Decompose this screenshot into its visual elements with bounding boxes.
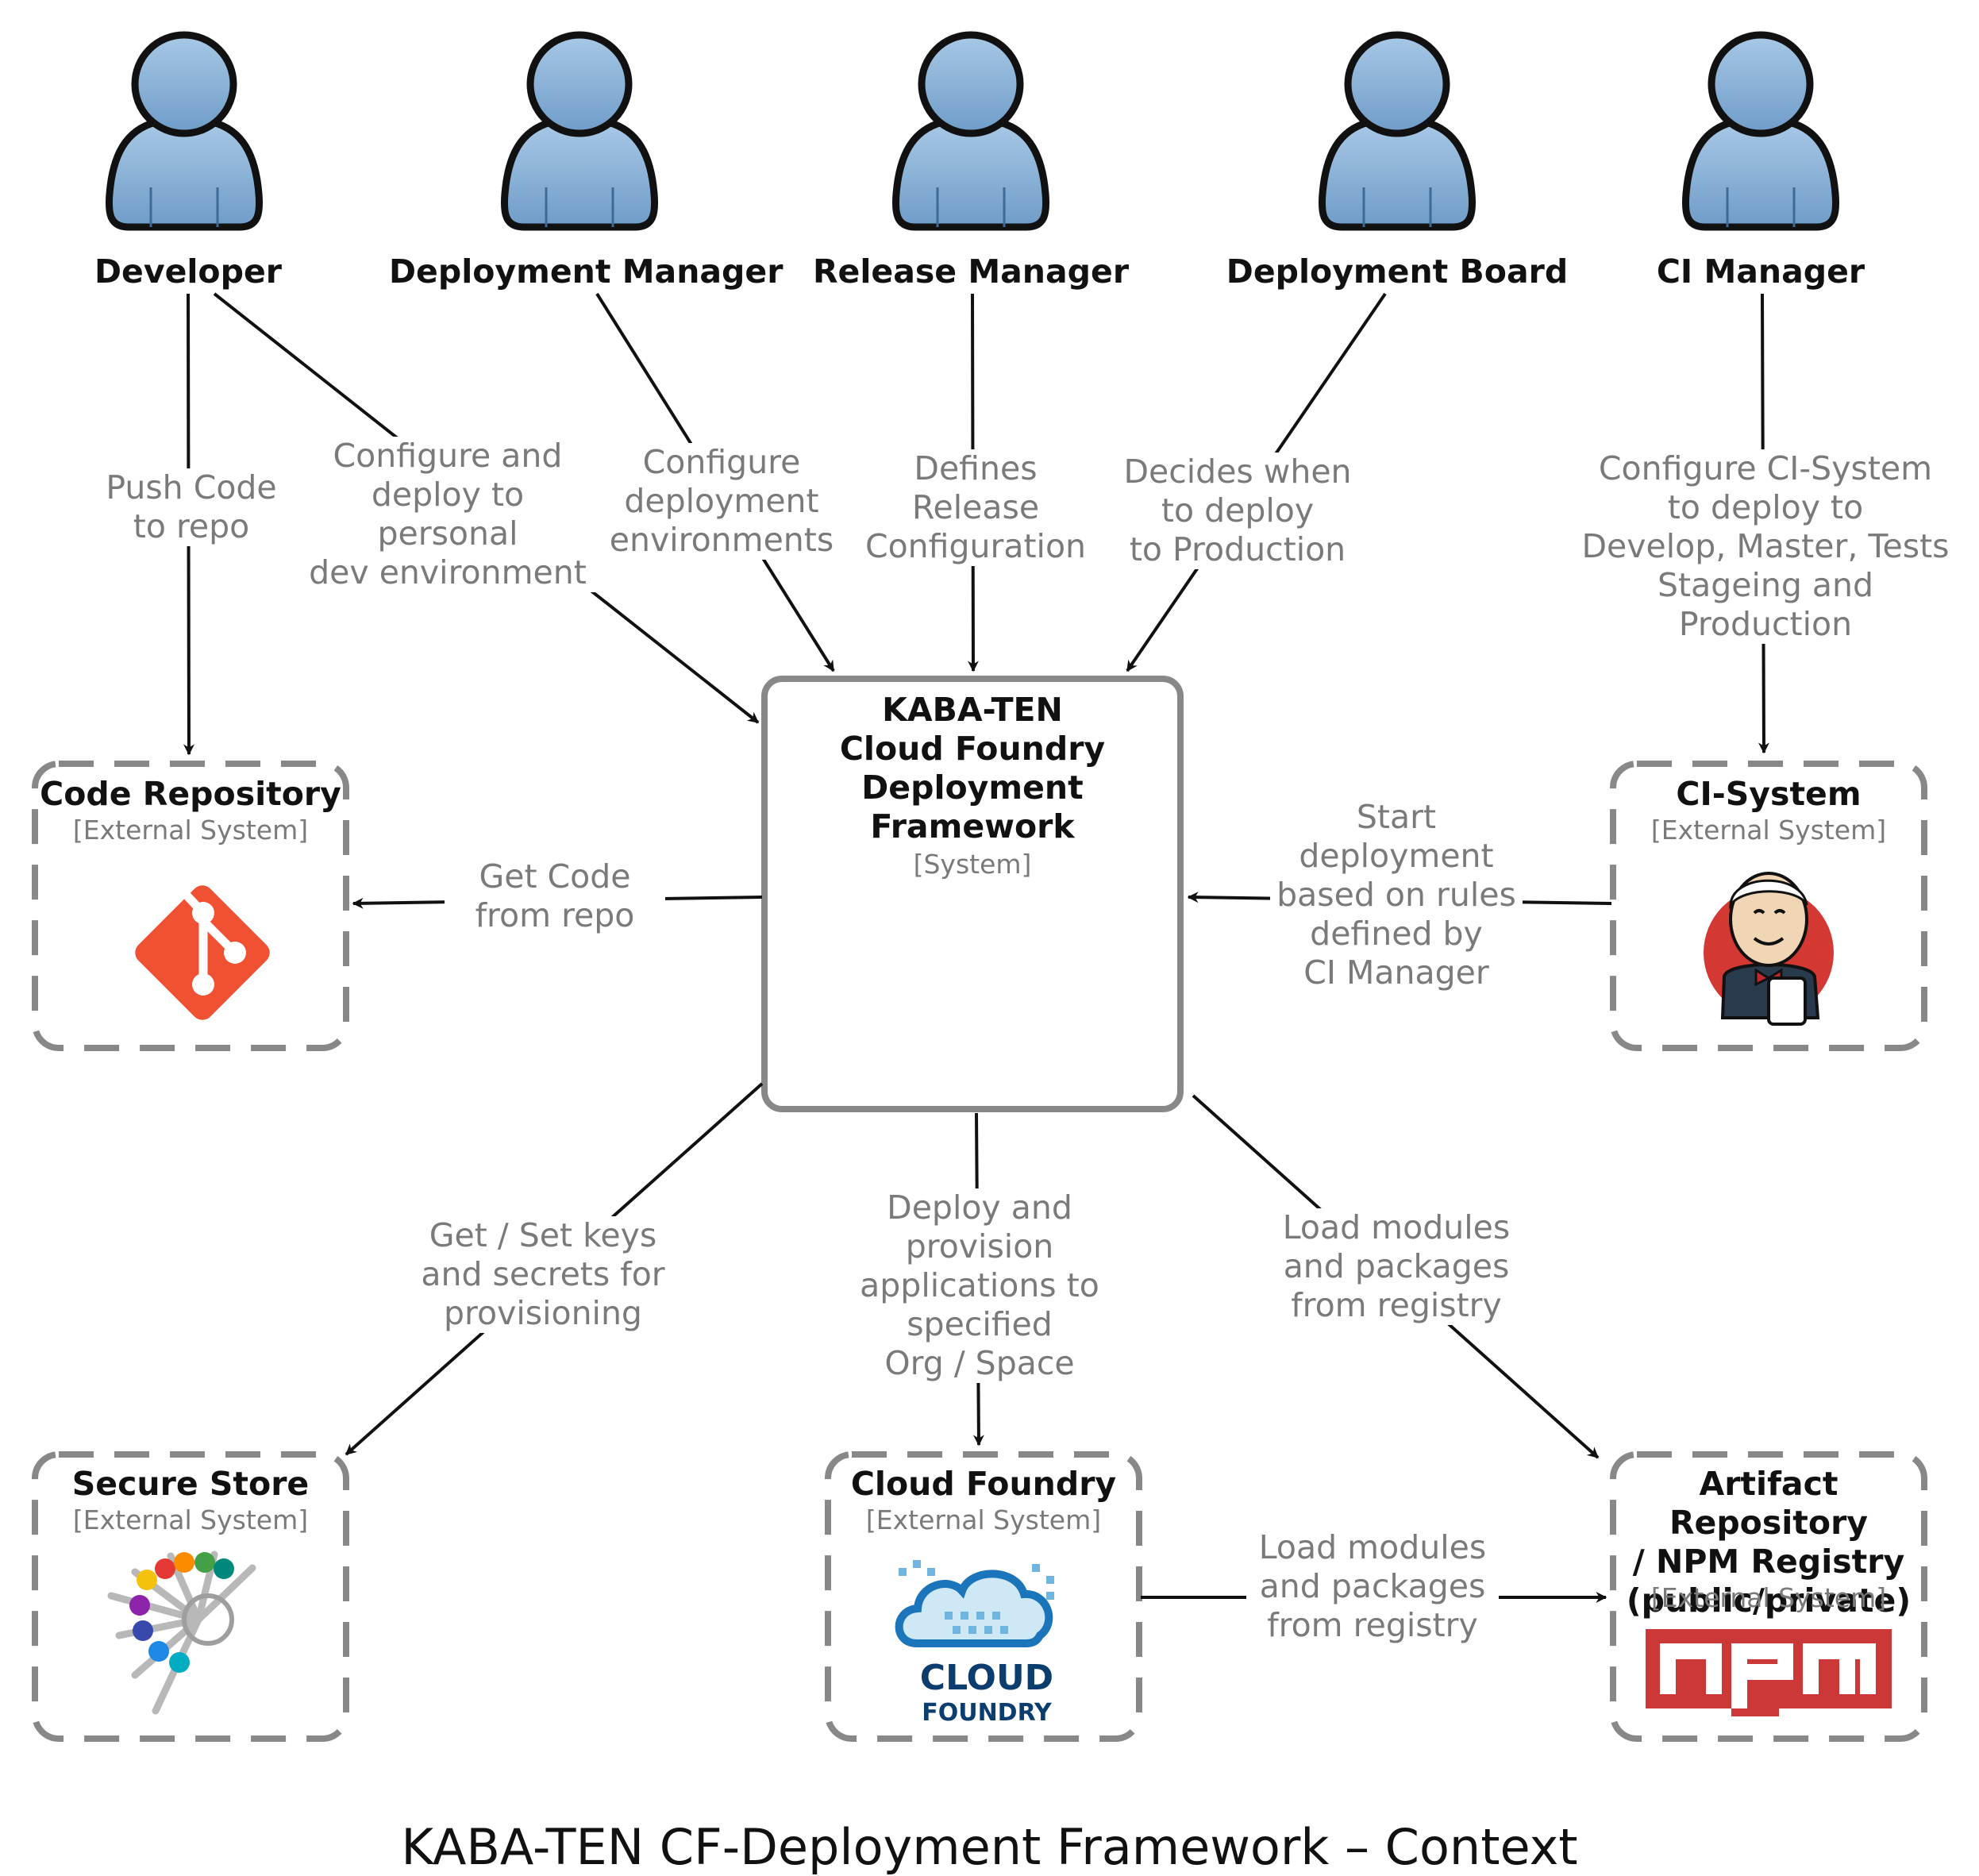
edge-label-load-modules-cf: Load modules and packages from registry xyxy=(1246,1528,1499,1645)
cloud-foundry-type: [External System] xyxy=(865,1504,1102,1535)
edge-label-configure-ci: Configure CI-System to deploy to Develop… xyxy=(1564,449,1967,644)
edge-label-load-modules-system: Load modules and packages from registry xyxy=(1270,1208,1523,1325)
code-repository-box xyxy=(32,761,349,1051)
artifact-repository-title: Artifact Repository / NPM Registry (publ… xyxy=(1626,1465,1912,1620)
secure-store-title: Secure Store xyxy=(71,1465,310,1503)
edge-label-decides-when: Decides when to deploy to Production xyxy=(1111,453,1364,569)
keys-icon xyxy=(107,1550,256,1715)
release-manager-actor-icon xyxy=(895,35,1045,227)
edge-label-configure-envs: Configure deployment environments xyxy=(603,443,840,560)
cloud-foundry-box xyxy=(825,1451,1142,1742)
actor-name-deployment-board: Deployment Board xyxy=(1226,252,1569,291)
cloud-foundry-logo-line1: CLOUD xyxy=(919,1658,1054,1698)
artifact-repository-box xyxy=(1610,1451,1927,1742)
secure-store-box xyxy=(32,1451,349,1742)
artifact-repository-type: [External System] xyxy=(1650,1582,1887,1613)
developer-actor-icon xyxy=(109,35,259,227)
deployment-manager-actor-icon xyxy=(504,35,654,227)
edge-label-start-deployment: Start deployment based on rules defined … xyxy=(1270,798,1523,992)
edge-label-defines-release: Defines Release Configuration xyxy=(857,449,1094,566)
cloud-foundry-logo-line2: FOUNDRY xyxy=(922,1699,1052,1727)
actor-name-developer: Developer xyxy=(94,252,282,291)
actor-name-ci-manager: CI Manager xyxy=(1656,252,1865,291)
secure-store-type: [External System] xyxy=(72,1504,309,1535)
code-repository-title: Code Repository xyxy=(40,775,341,813)
system-title: KABA-TEN Cloud Foundry Deployment Framew… xyxy=(839,691,1106,846)
jenkins-icon xyxy=(1704,872,1834,1026)
edge-label-deploy-provision: Deploy and provision applications to spe… xyxy=(849,1188,1110,1383)
edge-label-push-code: Push Code to repo xyxy=(85,468,298,546)
edge-label-configure-personal: Configure and deploy to personal dev env… xyxy=(294,437,602,592)
edge-label-get-set-keys: Get / Set keys and secrets for provision… xyxy=(413,1216,673,1333)
actor-name-deployment-manager: Deployment Manager xyxy=(389,252,784,291)
ci-system-type: [External System] xyxy=(1650,815,1887,846)
cloud-foundry-title: Cloud Foundry xyxy=(850,1465,1117,1503)
edge-label-get-code: Get Code from repo xyxy=(445,857,665,935)
diagram-title: KABA-TEN CF-Deployment Framework – Conte… xyxy=(401,1818,1578,1876)
deployment-board-actor-icon xyxy=(1322,35,1472,227)
actor-name-release-manager: Release Manager xyxy=(812,252,1130,291)
system-box xyxy=(761,676,1184,1112)
code-repository-type: [External System] xyxy=(72,815,309,846)
ci-system-title: CI-System xyxy=(1676,775,1862,813)
ci-system-box xyxy=(1610,761,1927,1051)
system-type: [System] xyxy=(913,849,1032,880)
cloud-foundry-logo xyxy=(895,1560,1054,1647)
ci-manager-actor-icon xyxy=(1685,35,1835,227)
npm-logo xyxy=(1646,1629,1892,1716)
